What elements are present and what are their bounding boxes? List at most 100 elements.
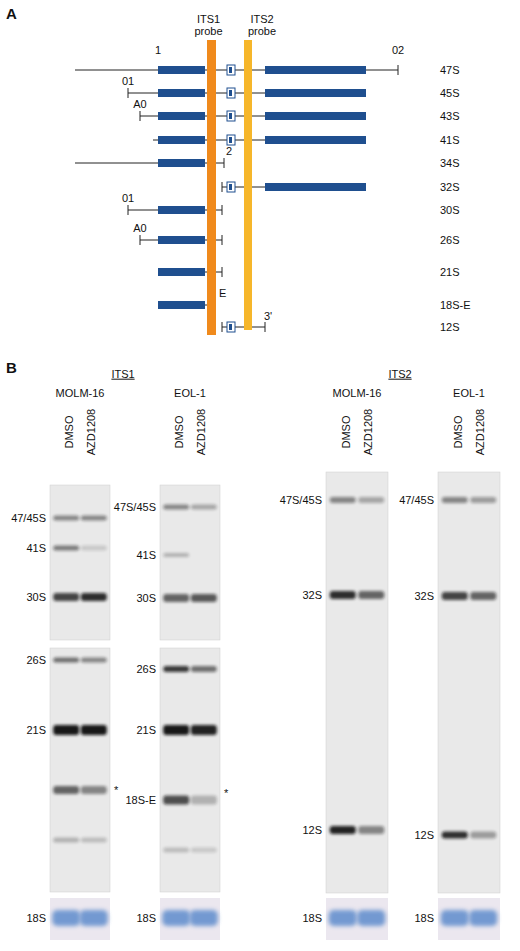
- blot-band: [81, 786, 107, 794]
- band-label: 18S: [414, 912, 434, 925]
- cleavage-tick: [222, 267, 223, 277]
- blot-band: [442, 832, 468, 839]
- 58s-box: [227, 135, 235, 145]
- band-label: 18S-E: [125, 794, 156, 807]
- blot-band: [81, 516, 107, 521]
- blot-band: [191, 666, 217, 672]
- rrna-bar: [158, 206, 205, 214]
- gel-panel: [326, 472, 388, 893]
- stain-panel: [438, 898, 500, 940]
- band-label: 32S: [414, 590, 434, 603]
- probe-band: ITS2 probe: [244, 40, 252, 330]
- gel-panel: [50, 648, 110, 892]
- band-label: 41S: [26, 542, 46, 555]
- rrna-bar: [265, 112, 366, 120]
- blot-band: [53, 593, 79, 601]
- gel-panel: [50, 485, 110, 640]
- 58s-box: [227, 88, 235, 98]
- blot-band: [330, 826, 356, 834]
- blot-band: [81, 546, 107, 551]
- band-label: 18S-E: [440, 299, 471, 312]
- band-label: 3': [264, 310, 272, 323]
- lane-label: DMSO: [173, 416, 186, 449]
- band-label: MOLM-16: [333, 387, 382, 400]
- stain-band: [190, 910, 218, 926]
- cleavage-tick: [265, 322, 266, 332]
- gel-panel: [160, 485, 220, 640]
- probe-label: ITS2 probe: [241, 13, 283, 37]
- rrna-bar: [265, 66, 366, 74]
- band-label: EOL-1: [174, 387, 206, 400]
- band-label: 41S: [136, 549, 156, 562]
- stain-band: [80, 910, 108, 926]
- blot-band: [330, 591, 356, 599]
- band-label: *: [114, 784, 118, 797]
- 58s-fill: [229, 90, 232, 96]
- lane-label: AZD1208: [195, 409, 208, 455]
- blot-band: [53, 838, 79, 843]
- stain-band: [441, 910, 469, 926]
- band-label: MOLM-16: [56, 387, 105, 400]
- band-label: 43S: [440, 110, 460, 123]
- band-label: 30S: [440, 204, 460, 217]
- blot-band: [53, 786, 79, 794]
- gel-panel: [160, 648, 220, 892]
- gel-panel: [438, 472, 500, 893]
- blot-band: [81, 725, 107, 735]
- cleavage-tick: [140, 111, 141, 121]
- cleavage-tick: [222, 322, 223, 332]
- stain-panel: [326, 898, 388, 940]
- blot-band: [191, 848, 217, 853]
- cleavage-tick: [128, 205, 129, 215]
- blot-band: [163, 848, 189, 853]
- band-label: 45S: [440, 87, 460, 100]
- panel-letter: B: [6, 359, 17, 376]
- cleavage-tick: [222, 235, 223, 245]
- stain-band: [469, 910, 497, 926]
- blot-band: [81, 593, 107, 601]
- stain-panel: [50, 898, 110, 940]
- band-label: 34S: [440, 157, 460, 170]
- panel-letter: A: [6, 5, 17, 22]
- band-label: 47/45S: [399, 494, 434, 507]
- band-label: 21S: [440, 266, 460, 279]
- blot-band: [163, 725, 189, 735]
- blot-band: [442, 592, 468, 600]
- 58s-box: [227, 65, 235, 75]
- blot-band: [163, 553, 189, 557]
- rrna-bar: [265, 136, 366, 144]
- 58s-box: [227, 182, 235, 192]
- blot-band: [358, 826, 384, 834]
- blot-band: [53, 516, 79, 521]
- northern-blots: [50, 472, 500, 940]
- lane-label: DMSO: [340, 416, 353, 449]
- band-label: 32S: [302, 589, 322, 602]
- band-label: 01: [122, 192, 134, 205]
- 58s-fill: [229, 324, 232, 330]
- band-label: 1: [155, 44, 161, 57]
- band-label: 26S: [26, 654, 46, 667]
- band-label: 32S: [440, 181, 460, 194]
- band-label: 12S: [302, 824, 322, 837]
- cleavage-tick: [398, 65, 399, 75]
- probe-heading: ITS1: [111, 368, 134, 381]
- blot-band: [470, 832, 496, 839]
- blot-band: [53, 546, 79, 551]
- 58s-box: [227, 111, 235, 121]
- cleavage-tick: [222, 205, 223, 215]
- rrna-bar: [158, 66, 205, 74]
- blot-band: [163, 594, 189, 602]
- band-label: 41S: [440, 134, 460, 147]
- blot-band: [191, 505, 217, 510]
- blot-band: [191, 796, 217, 805]
- cleavage-tick: [224, 158, 225, 168]
- 58s-box: [227, 322, 235, 332]
- blot-band: [81, 838, 107, 843]
- blot-band: [163, 796, 189, 805]
- 58s-fill: [229, 184, 232, 190]
- 58s-fill: [229, 113, 232, 119]
- 58s-fill: [229, 67, 232, 73]
- rrna-precursors: [75, 65, 398, 332]
- rrna-bar: [158, 236, 205, 244]
- band-label: 30S: [136, 592, 156, 605]
